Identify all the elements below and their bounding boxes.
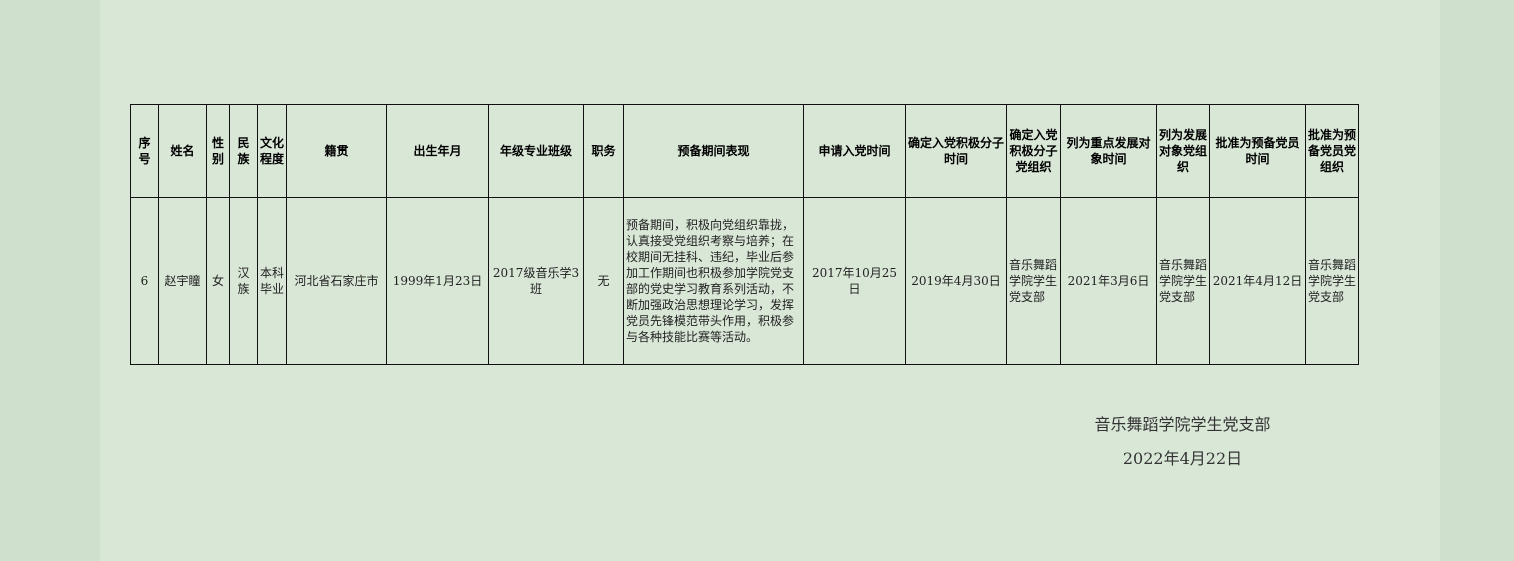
cell-performance: 预备期间，积极向党组织靠拢，认真接受党组织考察与培养；在校期间无挂科、违纪，毕业… xyxy=(623,197,804,365)
signature-date: 2022年4月22日 xyxy=(1122,449,1243,468)
header-cell: 姓名 xyxy=(158,104,207,198)
cell-apply-date: 2017年10月25日 xyxy=(803,197,906,365)
header-cell: 籍贯 xyxy=(286,104,387,198)
cell-activist-date: 2019年4月30日 xyxy=(905,197,1007,365)
header-cell: 民族 xyxy=(229,104,258,198)
cell-position: 无 xyxy=(583,197,624,365)
header-cell: 批准为预备党员时间 xyxy=(1209,104,1306,198)
cell-probation-date: 2021年4月12日 xyxy=(1209,197,1306,365)
header-cell: 性别 xyxy=(206,104,230,198)
cell-ethnicity: 汉族 xyxy=(229,197,258,365)
cell-birth-date: 1999年1月23日 xyxy=(386,197,489,365)
header-cell: 文化程度 xyxy=(257,104,287,198)
party-member-table: 序号 姓名 性别 民族 文化程度 籍贯 出生年月 年级专业班级 职务 预备期间表… xyxy=(130,104,1359,365)
header-cell: 确定入党积极分子时间 xyxy=(905,104,1007,198)
header-cell: 批准为预备党员党组织 xyxy=(1305,104,1359,198)
header-row: 序号 姓名 性别 民族 文化程度 籍贯 出生年月 年级专业班级 职务 预备期间表… xyxy=(130,104,1359,198)
header-cell: 申请入党时间 xyxy=(803,104,906,198)
header-cell: 职务 xyxy=(583,104,624,198)
table-row: 6 赵宇瞳 女 汉族 本科毕业 河北省石家庄市 1999年1月23日 2017级… xyxy=(130,197,1359,365)
cell-dev-org: 音乐舞蹈学院学生党支部 xyxy=(1156,197,1210,365)
header-cell: 预备期间表现 xyxy=(623,104,804,198)
cell-class: 2017级音乐学3班 xyxy=(488,197,584,365)
header-cell: 列为重点发展对象时间 xyxy=(1060,104,1157,198)
cell-name: 赵宇瞳 xyxy=(158,197,207,365)
header-cell: 列为发展对象党组织 xyxy=(1156,104,1210,198)
signature-org: 音乐舞蹈学院学生党支部 xyxy=(1094,415,1271,434)
header-cell: 出生年月 xyxy=(386,104,489,198)
cell-probation-org: 音乐舞蹈学院学生党支部 xyxy=(1305,197,1359,365)
cell-key-dev-date: 2021年3月6日 xyxy=(1060,197,1157,365)
cell-activist-org: 音乐舞蹈学院学生党支部 xyxy=(1006,197,1061,365)
header-cell: 确定入党积极分子党组织 xyxy=(1006,104,1061,198)
header-cell: 序号 xyxy=(130,104,159,198)
cell-index: 6 xyxy=(130,197,159,365)
cell-gender: 女 xyxy=(206,197,230,365)
cell-education: 本科毕业 xyxy=(257,197,287,365)
cell-native-place: 河北省石家庄市 xyxy=(286,197,387,365)
header-cell: 年级专业班级 xyxy=(488,104,584,198)
